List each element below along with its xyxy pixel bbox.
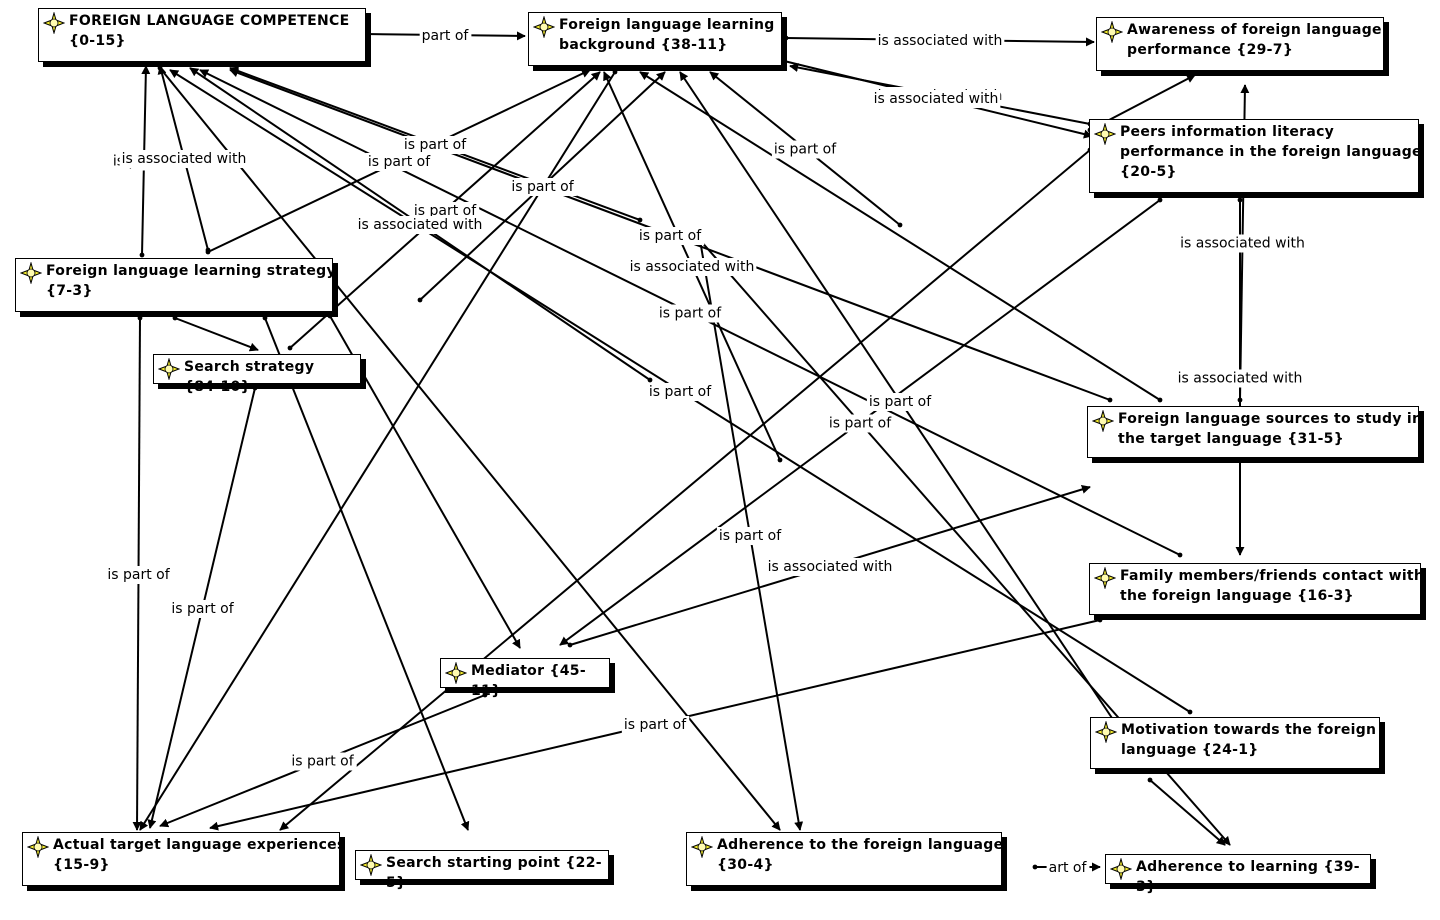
relation-label: is associated with: [768, 559, 893, 575]
relation-label-background: [765, 558, 895, 576]
relation-label: is part of: [829, 416, 892, 432]
node-mediator[interactable]: Mediator {45-11}: [440, 658, 610, 699]
relation-label-background: [289, 752, 357, 771]
relation-label-background: [365, 153, 434, 171]
relation-label: is associated with: [878, 33, 1003, 49]
relation-label: is part of: [719, 528, 782, 544]
relation-label: is part of: [107, 567, 170, 583]
relation-label: is part of: [404, 137, 467, 153]
relation-label: is part of: [368, 154, 431, 170]
relation-label-background: [636, 227, 705, 245]
node-adherence-to-learning[interactable]: Adherence to learning {39-3}: [1105, 854, 1371, 895]
sparkle-icon: [1093, 122, 1117, 146]
node-actual-target-language-experiences[interactable]: Actual target language experiences {15-9…: [22, 832, 345, 886]
relation-label: is part of: [291, 754, 354, 770]
node-family-members-friends-contact[interactable]: Family members/friends contact with the …: [1089, 563, 1424, 615]
sparkle-icon: [444, 661, 468, 685]
relation-label-background: [826, 414, 895, 433]
sparkle-icon: [26, 835, 50, 859]
sparkle-icon: [690, 835, 714, 859]
sparkle-icon: [19, 261, 43, 285]
relation-label: is associated with: [874, 91, 999, 107]
sparkle-icon: [1094, 720, 1118, 744]
node-foreign-language-competence[interactable]: FOREIGN LANGUAGE COMPETENCE {0-15}: [38, 8, 366, 62]
relation-label: is part of: [511, 179, 574, 195]
relation-label-background: [627, 258, 757, 276]
sparkle-icon: [42, 11, 66, 35]
relation-label: is part of: [774, 142, 837, 158]
relation-label-background: [119, 150, 249, 168]
node-search-starting-point[interactable]: Search starting point {22-5}: [355, 850, 609, 891]
sparkle-icon: [1091, 409, 1115, 433]
node-foreign-language-learning-background[interactable]: Foreign language learning background {38…: [528, 12, 782, 66]
sparkle-icon: [157, 357, 181, 381]
node-motivation-towards-foreign-language[interactable]: Motivation towards the foreign language …: [1090, 717, 1380, 769]
node-search-strategy[interactable]: Search strategy {84-10}: [153, 354, 361, 395]
node-foreign-language-sources[interactable]: Foreign language sources to study in the…: [1087, 406, 1422, 458]
relation-label: is part of: [659, 306, 722, 322]
sparkle-icon: [359, 853, 383, 877]
relation-label: is part of: [171, 601, 234, 617]
relation-label: is associated with: [630, 259, 755, 275]
relation-label-background: [169, 600, 237, 618]
sparkle-icon: [1100, 20, 1124, 44]
relation-label: is associated with: [122, 151, 247, 167]
relation-label-background: [771, 140, 840, 159]
node-awareness-of-foreign-language-performance[interactable]: Awareness of foreign language performanc…: [1096, 17, 1384, 71]
relation-label-background: [866, 393, 935, 411]
relation-label-background: [1178, 234, 1307, 253]
relation-label: is part of: [414, 203, 477, 219]
relation-label-background: [509, 178, 577, 196]
relation-label: art of: [1049, 860, 1088, 876]
relation-label-background: [419, 27, 472, 45]
relation-edge[interactable]: [172, 315, 259, 352]
relation-label-background: [105, 566, 173, 584]
relation-edge[interactable]: [1147, 777, 1226, 846]
relation-label: is part of: [639, 228, 702, 244]
relation-label: is part of: [624, 717, 687, 733]
relation-label: is part of: [649, 384, 712, 400]
node-peers-information-literacy[interactable]: Peers information literacy performance i…: [1089, 119, 1422, 193]
relation-label-background: [621, 716, 690, 734]
relation-label: is part of: [869, 394, 932, 410]
relation-label-background: [355, 216, 485, 234]
relation-label-background: [875, 32, 1005, 50]
node-adherence-to-the-foreign-language[interactable]: Adherence to the foreign language {30-4}: [686, 832, 1003, 886]
relation-label-background: [646, 383, 715, 401]
relation-label-background: [401, 136, 470, 154]
relation-label-background: [716, 527, 785, 545]
sparkle-icon: [1093, 566, 1117, 590]
relation-label: is associated with: [1180, 236, 1305, 252]
node-foreign-language-learning-strategy[interactable]: Foreign language learning strategy {7-3}: [15, 258, 336, 312]
sparkle-icon: [1109, 857, 1133, 881]
relation-label-background: [1046, 859, 1090, 877]
relation-label: is associated with: [358, 217, 483, 233]
relation-label-background: [656, 304, 725, 323]
relation-label-background: [1175, 369, 1305, 388]
relation-label-background: [411, 202, 480, 220]
relation-label: is associated with: [1178, 371, 1303, 387]
relation-label-background: [871, 90, 1001, 108]
relation-label: part of: [422, 28, 470, 44]
sparkle-icon: [532, 15, 556, 39]
